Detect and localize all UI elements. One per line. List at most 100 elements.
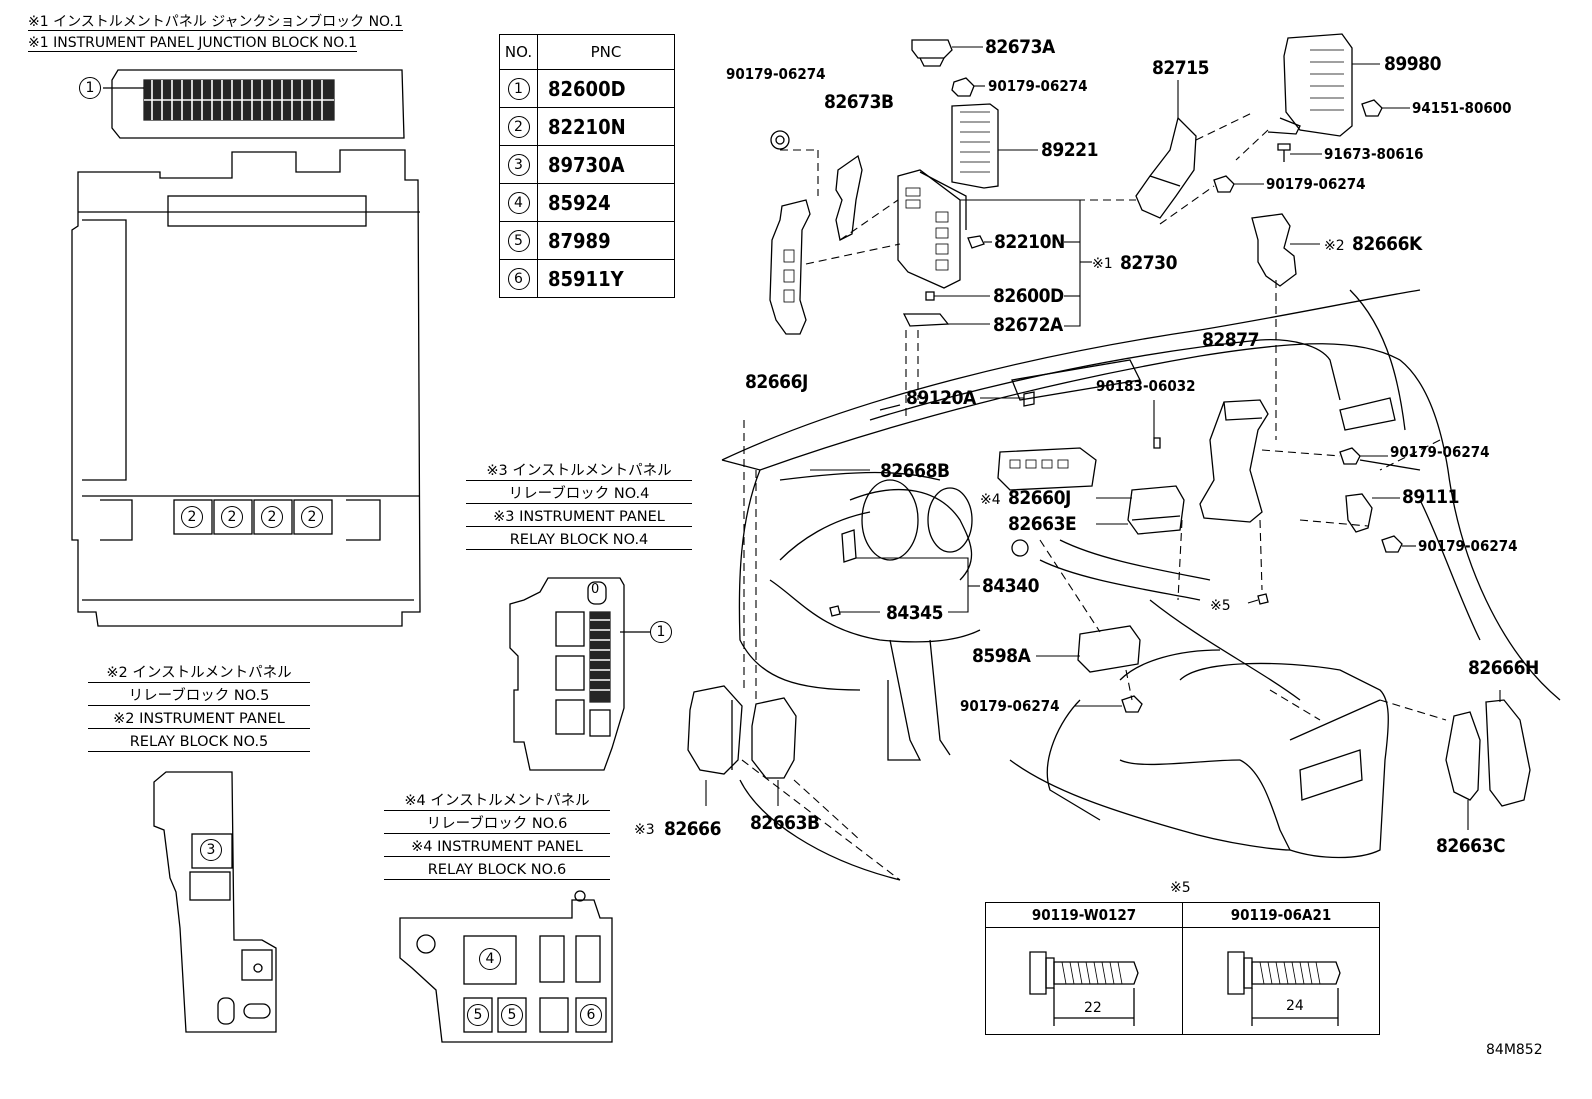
callout-4-rb6: 4 bbox=[479, 948, 501, 970]
bolt-col-2-cell bbox=[1182, 927, 1380, 1035]
callout-5-rb6-a: 5 bbox=[467, 1004, 489, 1026]
relay-block-5-drawing bbox=[153, 771, 277, 1033]
jb1-caption-jp: ※1 インストルメントパネル ジャンクションブロック NO.1 bbox=[28, 14, 403, 31]
part-82673A: 82673A bbox=[985, 36, 1055, 58]
junction-block-top-drawing bbox=[103, 69, 405, 139]
table-row: 2 82210N bbox=[499, 107, 675, 146]
table-row: 5 87989 bbox=[499, 221, 675, 260]
rb5-caption-en1: ※2 INSTRUMENT PANEL bbox=[88, 710, 310, 729]
rb4-caption-jp1: ※3 インストルメントパネル bbox=[466, 462, 692, 481]
part-90183: 90183-06032 bbox=[1096, 377, 1196, 395]
relay-block-4-drawing bbox=[509, 577, 650, 771]
relay-block-6-drawing bbox=[399, 890, 613, 1043]
part-82673B: 82673B bbox=[824, 91, 894, 113]
table-row: 3 89730A bbox=[499, 145, 675, 184]
part-84340: 84340 bbox=[982, 575, 1039, 597]
part-82660J-mark: ※4 bbox=[980, 492, 1001, 508]
part-90179-b: 90179-06274 bbox=[988, 77, 1088, 95]
row-no: 3 bbox=[507, 153, 530, 176]
junction-block-main-drawing bbox=[71, 149, 421, 627]
rb4-caption-en2: RELAY BLOCK NO.4 bbox=[466, 531, 692, 550]
part-8598A: 8598A bbox=[972, 645, 1031, 667]
part-89111: 89111 bbox=[1402, 486, 1459, 508]
bolt-col-1-cell bbox=[985, 927, 1183, 1035]
part-82663B: 82663B bbox=[750, 812, 820, 834]
rb5-caption-jp1: ※2 インストルメントパネル bbox=[88, 664, 310, 683]
rb6-caption-jp2: リレーブロック NO.6 bbox=[384, 815, 610, 834]
part-82672A: 82672A bbox=[993, 314, 1063, 336]
rb6-caption-en2: RELAY BLOCK NO.6 bbox=[384, 861, 610, 880]
part-90179-d: 90179-06274 bbox=[1390, 443, 1490, 461]
part-89120A: 89120A bbox=[906, 387, 976, 409]
dashboard-drawing bbox=[721, 289, 1561, 881]
part-82877: 82877 bbox=[1202, 329, 1259, 351]
header-pnc: PNC bbox=[537, 34, 675, 70]
bolt-col-2-header: 90119-06A21 bbox=[1182, 902, 1380, 928]
callout-1-jb1: 1 bbox=[79, 77, 101, 99]
row-pnc: 89730A bbox=[537, 145, 675, 184]
pnc-table: NO. PNC 1 82600D 2 82210N 3 89730A 4 859… bbox=[499, 34, 675, 298]
part-91673: 91673-80616 bbox=[1324, 145, 1424, 163]
row-pnc: 82210N bbox=[537, 107, 675, 146]
pnc-table-header: NO. PNC bbox=[499, 34, 675, 70]
row-pnc: 82600D bbox=[537, 69, 675, 108]
callout-5-rb6-b: 5 bbox=[501, 1004, 523, 1026]
part-82668B: 82668B bbox=[880, 460, 950, 482]
part-82210N: 82210N bbox=[994, 231, 1065, 253]
rb4-caption-jp2: リレーブロック NO.4 bbox=[466, 485, 692, 504]
row-no: 4 bbox=[507, 191, 530, 214]
callout-6-rb6: 6 bbox=[580, 1004, 602, 1026]
part-82600D: 82600D bbox=[993, 285, 1064, 307]
part-89221: 89221 bbox=[1041, 139, 1098, 161]
part-89980: 89980 bbox=[1384, 53, 1441, 75]
rb4-caption-en1: ※3 INSTRUMENT PANEL bbox=[466, 508, 692, 527]
row-no: 2 bbox=[507, 115, 530, 138]
table-row: 6 85911Y bbox=[499, 259, 675, 298]
part-82666K: 82666K bbox=[1352, 233, 1422, 255]
row-no: 6 bbox=[507, 267, 530, 290]
part-82715: 82715 bbox=[1152, 57, 1209, 79]
leader-lines bbox=[705, 46, 1501, 830]
row-pnc: 85924 bbox=[537, 183, 675, 222]
bolt-dim-1: 22 bbox=[1084, 1000, 1102, 1016]
rb6-caption-en1: ※4 INSTRUMENT PANEL bbox=[384, 838, 610, 857]
part-82730-mark: ※1 bbox=[1092, 256, 1113, 272]
part-82730: 82730 bbox=[1120, 252, 1177, 274]
part-82666-mark: ※3 bbox=[634, 822, 655, 838]
part-5-mark: ※5 bbox=[1210, 598, 1231, 614]
rb5-caption-en2: RELAY BLOCK NO.5 bbox=[88, 733, 310, 752]
row-pnc: 85911Y bbox=[537, 259, 675, 298]
part-84345: 84345 bbox=[886, 602, 943, 624]
callout-2-jb1-c: 2 bbox=[261, 506, 283, 528]
callout-3-rb5: 3 bbox=[200, 839, 222, 861]
callout-2-jb1-b: 2 bbox=[221, 506, 243, 528]
callout-0-rb4: 0 bbox=[591, 582, 600, 597]
part-90179-c: 90179-06274 bbox=[1266, 175, 1366, 193]
row-no: 5 bbox=[507, 229, 530, 252]
part-82666K-mark: ※2 bbox=[1324, 238, 1345, 254]
row-no: 1 bbox=[507, 77, 530, 100]
part-82663E: 82663E bbox=[1008, 513, 1077, 535]
jb1-caption-en: ※1 INSTRUMENT PANEL JUNCTION BLOCK NO.1 bbox=[28, 35, 358, 52]
table-row: 4 85924 bbox=[499, 183, 675, 222]
components-drawing bbox=[687, 33, 1531, 807]
bolt-table-title: ※5 bbox=[1170, 880, 1191, 896]
part-94151: 94151-80600 bbox=[1412, 99, 1512, 117]
callout-2-jb1-a: 2 bbox=[181, 506, 203, 528]
part-90179-f: 90179-06274 bbox=[960, 697, 1060, 715]
part-90179-a: 90179-06274 bbox=[726, 65, 826, 83]
part-90179-e: 90179-06274 bbox=[1418, 537, 1518, 555]
assembly-lines bbox=[741, 111, 1447, 881]
bolt-dim-2: 24 bbox=[1286, 998, 1304, 1014]
row-pnc: 87989 bbox=[537, 221, 675, 260]
callout-1-rb4: 1 bbox=[650, 621, 672, 643]
part-82666: 82666 bbox=[664, 818, 721, 840]
part-82660J: 82660J bbox=[1008, 487, 1071, 509]
rb6-caption-jp1: ※4 インストルメントパネル bbox=[384, 792, 610, 811]
part-82666J: 82666J bbox=[745, 371, 808, 393]
bolt-col-1-header: 90119-W0127 bbox=[985, 902, 1183, 928]
bolt-table: 90119-W0127 90119-06A21 bbox=[985, 902, 1380, 1035]
rb5-caption-jp2: リレーブロック NO.5 bbox=[88, 687, 310, 706]
header-no: NO. bbox=[499, 34, 538, 70]
part-82666H: 82666H bbox=[1468, 657, 1539, 679]
